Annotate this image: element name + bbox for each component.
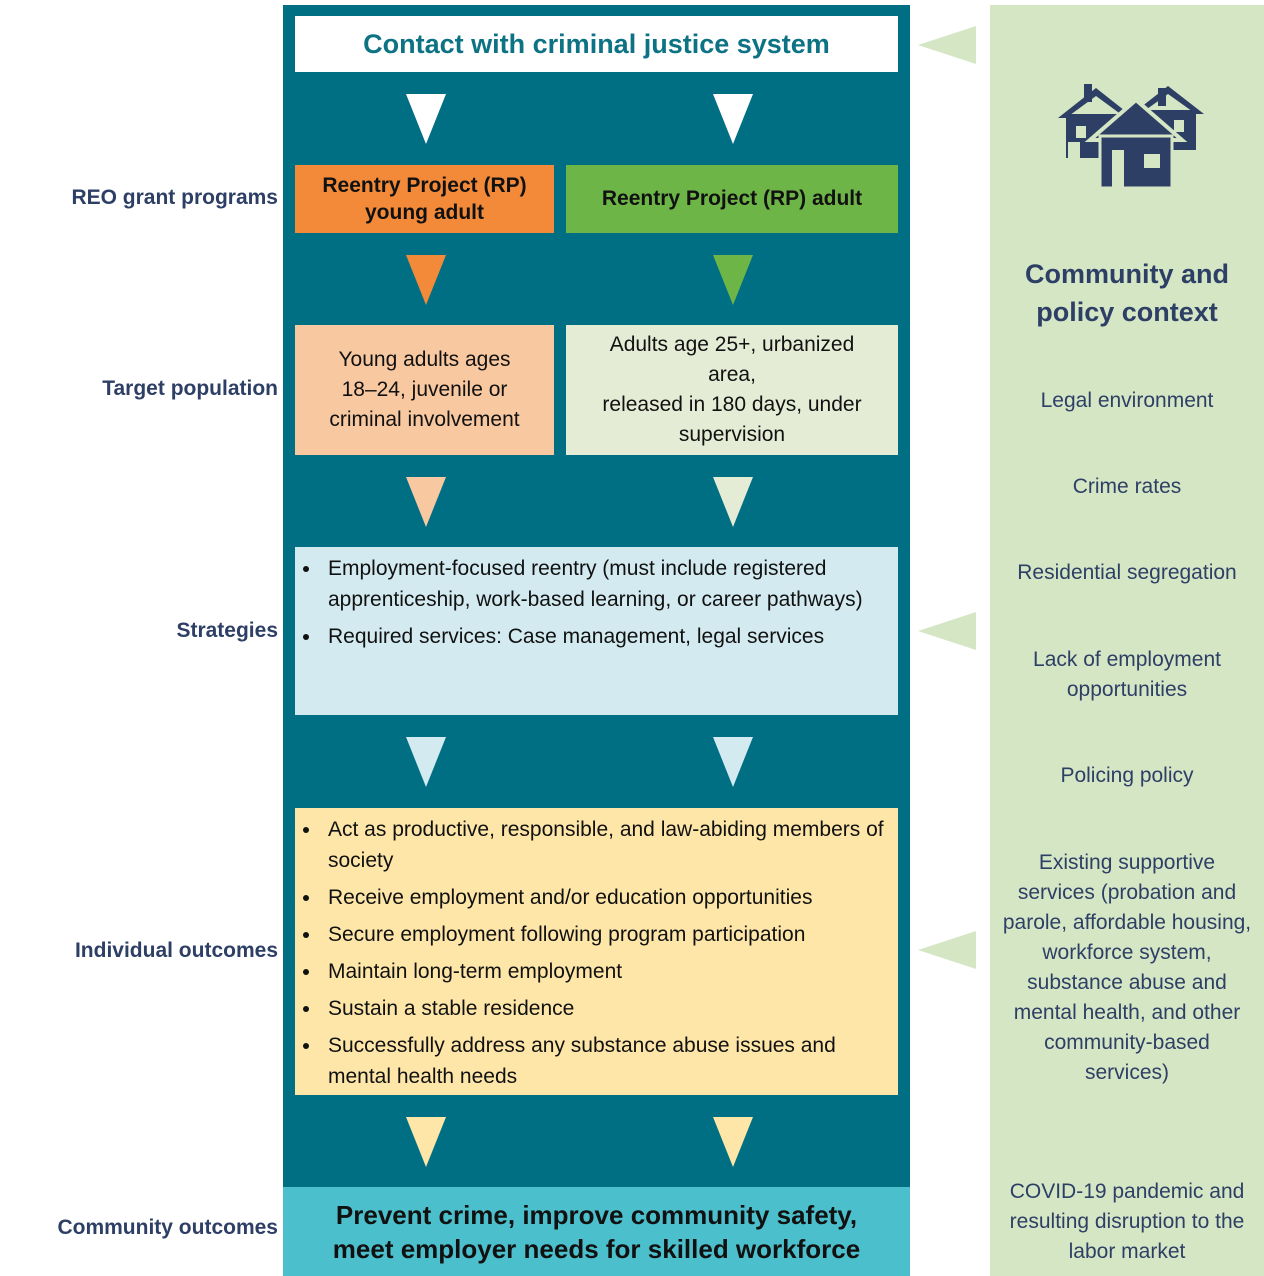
target-young-box: Young adults ages 18–24, juvenile or cri… <box>295 325 554 455</box>
list-item: Required services: Case management, lega… <box>295 621 888 652</box>
context-item: Legal environment <box>1040 389 1214 412</box>
row-label-individual: Individual outcomes <box>74 939 278 962</box>
target-adult-box: Adults age 25+, urbanized area, released… <box>566 325 898 455</box>
program-adult-label: Reentry Project (RP) adult <box>601 187 863 210</box>
individual-outcomes-box: Act as productive, responsible, and law-… <box>295 808 898 1095</box>
down-triangle-icon <box>406 1117 446 1167</box>
list-item: Receive employment and/or education oppo… <box>295 882 888 913</box>
list-item: Secure employment following program part… <box>295 919 888 950</box>
context-item: COVID-19 pandemic and resulting disrupti… <box>1009 1180 1245 1263</box>
row-label-strategies: Strategies <box>176 619 278 642</box>
left-triangle-icon <box>918 931 976 969</box>
list-item: Sustain a stable residence <box>295 993 888 1024</box>
row-label-programs: REO grant programs <box>71 186 278 209</box>
down-triangle-icon <box>406 737 446 787</box>
program-young-line1: Reentry Project (RP) <box>322 174 527 197</box>
down-triangle-icon <box>406 94 446 144</box>
left-triangle-icon <box>918 26 976 64</box>
outcome-text: Secure employment following program part… <box>328 923 806 946</box>
list-item: Act as productive, responsible, and law-… <box>295 814 888 876</box>
strategy-text: Employment-focused reentry (must include… <box>328 557 863 611</box>
list-item: Employment-focused reentry (must include… <box>295 553 888 615</box>
down-triangle-icon <box>713 737 753 787</box>
program-young-adult-box: Reentry Project (RP) young adult <box>295 165 554 233</box>
context-item: Lack of employment opportunities <box>1033 648 1221 701</box>
houses-icon <box>1058 84 1204 190</box>
contact-box: Contact with criminal justice system <box>295 16 898 72</box>
list-item: Successfully address any substance abuse… <box>295 1030 888 1092</box>
left-triangle-icon <box>918 612 976 650</box>
context-item: Crime rates <box>1072 475 1182 498</box>
outcome-text: Act as productive, responsible, and law-… <box>328 818 884 872</box>
target-young-line: 18–24, juvenile or <box>341 378 508 401</box>
community-outcome-line: Prevent crime, improve community safety, <box>335 1199 858 1230</box>
strategies-box: Employment-focused reentry (must include… <box>295 547 898 715</box>
list-item: Maintain long-term employment <box>295 956 888 987</box>
community-outcomes-box: Prevent crime, improve community safety,… <box>283 1187 910 1276</box>
target-adult-line: released in 180 days, under <box>602 393 862 416</box>
target-adult-line: Adults age 25+, urbanized <box>609 333 855 356</box>
target-adult-line: supervision <box>678 423 786 446</box>
down-triangle-icon <box>406 477 446 527</box>
row-label-target: Target population <box>102 377 278 400</box>
context-item: Existing supportive services (probation … <box>1002 851 1252 1084</box>
down-triangle-icon <box>713 1117 753 1167</box>
program-adult-box: Reentry Project (RP) adult <box>566 165 898 233</box>
context-title-line: policy context <box>1036 297 1218 327</box>
outcome-text: Maintain long-term employment <box>328 960 623 983</box>
contact-text: Contact with criminal justice system <box>363 28 830 59</box>
context-panel <box>990 5 1264 1276</box>
outcome-text: Sustain a stable residence <box>328 997 575 1020</box>
context-item: Residential segregation <box>1017 561 1237 584</box>
outcome-text: Successfully address any substance abuse… <box>328 1034 836 1088</box>
down-triangle-icon <box>713 477 753 527</box>
program-young-line2: young adult <box>365 201 484 224</box>
strategy-text: Required services: Case management, lega… <box>328 625 825 648</box>
context-item: Policing policy <box>1060 764 1194 787</box>
outcomes-list: Act as productive, responsible, and law-… <box>295 814 888 1092</box>
target-young-line: Young adults ages <box>338 348 511 371</box>
context-title: Community and policy context <box>990 255 1264 331</box>
target-young-line: criminal involvement <box>329 408 520 431</box>
community-outcome-line: meet employer needs for skilled workforc… <box>332 1233 861 1264</box>
target-adult-line: area, <box>708 363 756 386</box>
context-title-line: Community and <box>1024 259 1229 289</box>
down-triangle-icon <box>713 255 753 305</box>
strategies-list: Employment-focused reentry (must include… <box>295 553 888 652</box>
row-label-community: Community outcomes <box>57 1216 278 1239</box>
outcome-text: Receive employment and/or education oppo… <box>328 886 813 909</box>
down-triangle-icon <box>406 255 446 305</box>
down-triangle-icon <box>713 94 753 144</box>
